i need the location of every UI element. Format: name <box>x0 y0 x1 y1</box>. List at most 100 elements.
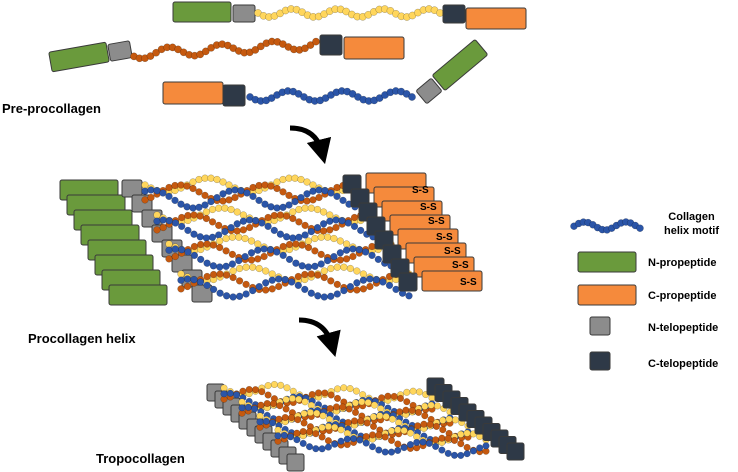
helix-bead <box>245 216 254 224</box>
helix-bead <box>249 286 257 295</box>
helix-bead <box>273 184 281 193</box>
helix-bead <box>357 417 365 425</box>
helix-bead <box>306 41 315 49</box>
helix-bead <box>255 196 263 205</box>
helix-bead <box>338 217 346 225</box>
helix-bead <box>336 237 344 245</box>
helix-motif-chain-orange <box>130 37 320 63</box>
helix-motif-chain-blue <box>274 431 490 459</box>
helix-bead <box>394 426 402 434</box>
helix-bead <box>311 234 319 243</box>
helix-bead <box>463 450 471 458</box>
helix-bead <box>275 282 283 291</box>
helix-bead <box>264 222 272 231</box>
helix-bead <box>358 398 366 406</box>
helix-bead <box>463 443 471 451</box>
helix-bead <box>216 270 224 278</box>
helix-bead <box>476 444 484 452</box>
helix-bead <box>432 442 440 450</box>
helix-bead <box>375 431 383 439</box>
helix-bead <box>281 413 289 422</box>
helix-bead <box>353 279 361 287</box>
helix-bead <box>141 187 149 195</box>
helix-bead <box>196 278 205 286</box>
helix-bead <box>264 382 272 390</box>
helix-bead <box>636 224 644 232</box>
helix-bead <box>362 439 370 447</box>
c-telopeptide-block <box>442 4 466 24</box>
helix-bead <box>228 233 237 241</box>
helix-bead <box>298 262 306 270</box>
helix-bead <box>382 413 390 421</box>
helix-bead <box>445 415 453 423</box>
helix-bead <box>228 250 237 259</box>
helix-bead <box>349 252 357 261</box>
helix-bead <box>321 389 329 397</box>
helix-bead <box>345 405 353 413</box>
helix-bead <box>432 422 441 430</box>
helix-bead <box>242 263 250 271</box>
helix-bead <box>270 380 278 389</box>
helix-bead <box>207 174 215 182</box>
helix-bead <box>287 414 296 422</box>
helix-bead <box>269 400 278 408</box>
helix-bead <box>268 270 276 278</box>
helix-bead <box>330 252 338 261</box>
helix-bead <box>291 197 299 206</box>
helix-bead <box>353 286 361 294</box>
legend-label-n-propeptide: N-propeptide <box>648 257 717 269</box>
helix-bead <box>239 226 248 234</box>
helix-bead <box>281 276 289 284</box>
helix-bead <box>190 276 198 284</box>
helix-bead <box>295 233 303 241</box>
helix-bead <box>308 390 316 399</box>
helix-bead <box>419 438 427 446</box>
c-telopeptide-block <box>506 442 525 461</box>
helix-bead <box>388 415 396 423</box>
helix-bead <box>262 417 270 425</box>
stage-label-pre-procollagen: Pre-procollagen <box>2 101 101 116</box>
helix-bead <box>229 273 237 282</box>
procollagen-helix-structure: S-SS-SS-SS-SS-SS-SS-S <box>59 172 483 306</box>
n-propeptide-block <box>108 284 168 306</box>
helix-bead <box>346 282 355 291</box>
helix-bead <box>207 197 215 206</box>
helix-bead <box>203 259 211 267</box>
helix-bead <box>209 262 218 270</box>
helix-bead <box>229 293 237 301</box>
helix-bead <box>235 264 244 273</box>
disulfide-bond-label: S-S <box>428 216 445 227</box>
curved-arrow-icon <box>298 317 341 358</box>
helix-bead <box>276 230 285 238</box>
helix-bead <box>438 434 446 442</box>
helix-bead <box>184 211 192 220</box>
helix-bead <box>342 255 351 263</box>
helix-bead <box>323 233 332 241</box>
helix-bead <box>305 443 314 451</box>
helix-bead <box>314 292 322 300</box>
helix-bead <box>342 240 351 248</box>
helix-bead <box>146 52 155 60</box>
helix-bead <box>258 388 266 396</box>
helix-bead <box>304 237 313 245</box>
helix-bead <box>313 205 322 214</box>
helix-bead <box>264 391 272 399</box>
helix-bead <box>255 181 263 190</box>
helix-bead <box>184 226 192 235</box>
helix-bead <box>415 388 423 396</box>
helix-bead <box>222 292 231 300</box>
helix-bead <box>255 282 263 291</box>
helix-bead <box>438 446 446 454</box>
helix-bead <box>216 289 224 297</box>
helix-bead <box>331 423 339 431</box>
helix-bead <box>353 267 361 275</box>
helix-bead <box>216 263 224 271</box>
helix-bead <box>317 260 325 268</box>
helix-bead <box>222 234 230 243</box>
helix-bead <box>324 437 332 445</box>
helix-bead <box>165 240 173 248</box>
helix-bead <box>421 402 429 410</box>
n-telopeptide-block <box>286 453 305 472</box>
helix-bead <box>239 217 248 225</box>
helix-bead <box>222 247 230 255</box>
